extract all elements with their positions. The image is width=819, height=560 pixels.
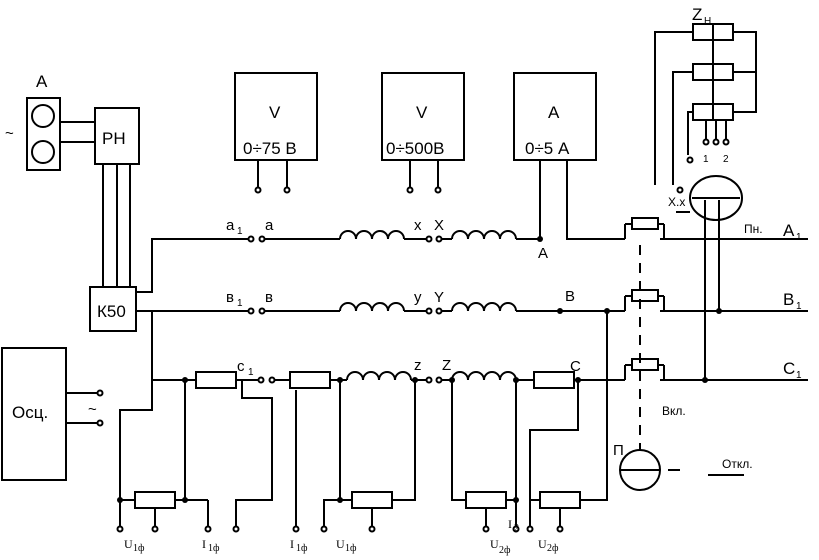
label-C1: C bbox=[783, 359, 795, 378]
coil-c-primary bbox=[346, 371, 412, 381]
load-tap-2: 2 bbox=[723, 154, 729, 165]
source-ammeter-label: A bbox=[36, 72, 48, 91]
label-i1f-b-sub: 1ф bbox=[296, 543, 308, 554]
source-ammeter-upper-circle bbox=[31, 104, 55, 128]
tilde-osc: ~ bbox=[88, 401, 97, 418]
load-label-sub: Н bbox=[704, 16, 711, 27]
label-u1f: U bbox=[124, 537, 133, 551]
label-X: X bbox=[434, 217, 444, 234]
label-u1f-sub: 1ф bbox=[133, 543, 145, 554]
k50-block: К50 bbox=[89, 238, 248, 381]
voltmeter-500-title: V bbox=[416, 103, 428, 122]
voltmeter-75: V 0÷75 В bbox=[234, 72, 318, 194]
label-u1f-b: U bbox=[336, 537, 345, 551]
oscilloscope-box bbox=[1, 347, 67, 481]
label-A1: A bbox=[783, 221, 795, 240]
output-labels: A 1 B 1 C 1 bbox=[783, 221, 802, 381]
label-otkl: Откл. bbox=[722, 457, 753, 471]
divider-u1f bbox=[134, 491, 176, 509]
shunt-c-secondary bbox=[533, 371, 575, 389]
divider-u1f-b bbox=[351, 491, 393, 509]
load-tap-1: 1 bbox=[703, 154, 709, 165]
label-y: y bbox=[414, 289, 422, 306]
label-a1: а bbox=[226, 217, 235, 234]
label-z: z bbox=[414, 357, 422, 374]
coil-a-primary bbox=[339, 230, 405, 240]
measuring-network bbox=[116, 311, 608, 533]
label-B1-sub: 1 bbox=[796, 301, 802, 312]
oscilloscope-label: Осц. bbox=[12, 403, 48, 422]
k50-label: К50 bbox=[97, 302, 126, 321]
label-u2f-sub: 2ф bbox=[499, 545, 511, 556]
divider-u2f bbox=[465, 491, 507, 509]
label-B1: B bbox=[783, 290, 794, 309]
voltmeter-500-range: 0÷500В bbox=[386, 139, 445, 158]
load-label: Z bbox=[692, 5, 702, 24]
phase-b-line: в 1 в y Y B bbox=[226, 288, 625, 315]
label-A1-sub: 1 bbox=[796, 232, 802, 243]
label-i1f-sub: 1ф bbox=[208, 543, 220, 554]
label-x: x bbox=[414, 217, 422, 234]
label-u2f: U bbox=[490, 537, 499, 551]
voltmeter-500: V 0÷500В bbox=[381, 72, 465, 194]
label-i2: I bbox=[508, 517, 512, 531]
load-block: Z Н 1 2 X.x Пн. bbox=[654, 5, 763, 383]
label-vkl: Вкл. bbox=[662, 404, 686, 418]
tilde-left: ~ bbox=[5, 125, 14, 142]
label-Z: Z bbox=[442, 357, 451, 374]
coil-a-secondary bbox=[451, 230, 517, 240]
regulator-label: РН bbox=[102, 129, 126, 148]
k50-box bbox=[89, 286, 137, 332]
voltmeter-75-range: 0÷75 В bbox=[243, 139, 297, 158]
oscilloscope-block: Осц. ~ bbox=[1, 347, 104, 481]
voltmeter-75-box bbox=[234, 72, 318, 161]
label-b1-sub: 1 bbox=[237, 298, 243, 309]
coil-b-secondary bbox=[451, 302, 517, 312]
phase-c-line: c 1 z Z C bbox=[182, 357, 625, 389]
label-u2f-b: U bbox=[538, 537, 547, 551]
regulator-box bbox=[94, 107, 140, 165]
source-ammeter-lower-circle bbox=[31, 140, 55, 164]
ammeter-5-title: A bbox=[548, 103, 560, 122]
label-B-node: B bbox=[565, 288, 575, 305]
voltmeter-500-box bbox=[381, 72, 465, 161]
label-u2f-b-sub: 2ф bbox=[547, 543, 559, 554]
label-Y: Y bbox=[434, 289, 444, 306]
ammeter-5-range: 0÷5 А bbox=[525, 139, 570, 158]
label-xx: X.x bbox=[668, 195, 685, 209]
label-P: П bbox=[613, 442, 624, 459]
shunt-c1 bbox=[195, 371, 237, 389]
label-c1-sub: 1 bbox=[248, 367, 254, 378]
source-block: A ~ РН bbox=[5, 72, 140, 287]
label-a1-sub: 1 bbox=[237, 226, 243, 237]
ammeter-5-box bbox=[513, 72, 597, 161]
label-u1f-b-sub: 1ф bbox=[345, 543, 357, 554]
coil-b-primary bbox=[339, 302, 405, 312]
label-C-node: C bbox=[570, 358, 581, 375]
divider-u2f-b bbox=[539, 491, 581, 509]
coil-c-secondary bbox=[451, 371, 517, 381]
label-i1f: I bbox=[202, 537, 206, 551]
label-a: а bbox=[265, 217, 274, 234]
label-C1-sub: 1 bbox=[796, 370, 802, 381]
phase-a-line: а 1 а x X A bbox=[226, 217, 548, 262]
voltmeter-75-title: V bbox=[269, 103, 281, 122]
label-A-node: A bbox=[538, 245, 548, 262]
three-phase-switch: П Вкл. Откл. bbox=[613, 217, 808, 491]
label-i2-sub: 2 bbox=[514, 523, 519, 534]
ammeter-5: A 0÷5 А bbox=[513, 72, 625, 240]
label-c1: c bbox=[237, 358, 245, 375]
label-pn: Пн. bbox=[744, 222, 763, 236]
label-b: в bbox=[265, 289, 273, 306]
shunt-c-primary bbox=[289, 371, 331, 389]
label-i1f-b: I bbox=[290, 537, 294, 551]
label-b1: в bbox=[226, 289, 234, 306]
measurement-labels: U 1ф I 1ф I 1ф U 1ф U 2ф I 2 U 2ф bbox=[124, 517, 559, 556]
